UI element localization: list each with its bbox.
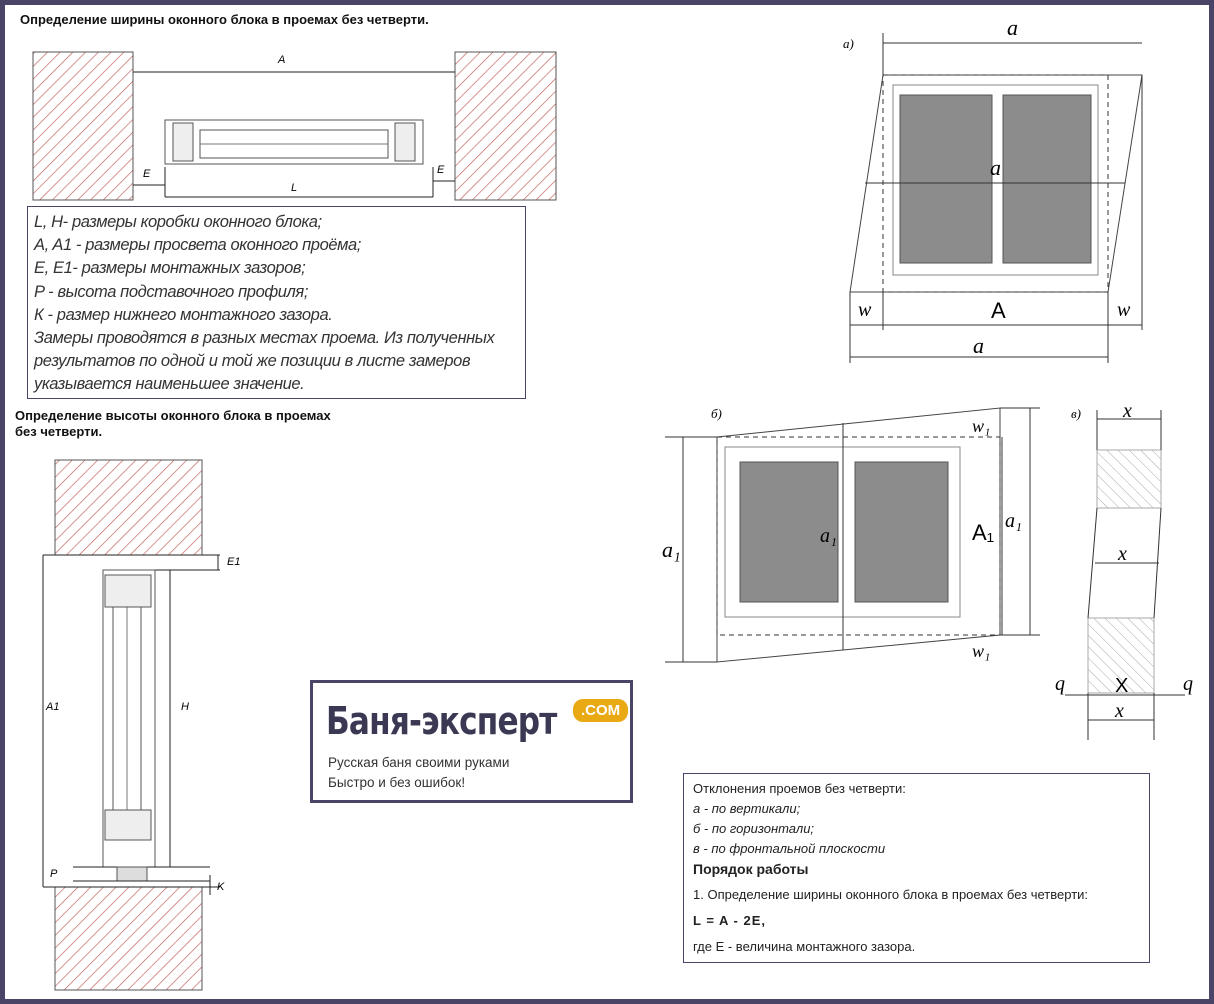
brand-name: Баня-эксперт	[326, 699, 557, 743]
window-profile	[164, 119, 424, 165]
brand-domain-badge: .COM	[573, 699, 629, 722]
label-x-bottom: x	[1114, 700, 1124, 722]
panel-v-label: в)	[1071, 406, 1081, 421]
label-L: L	[291, 182, 297, 194]
label-x-top: x	[1122, 400, 1132, 422]
formula: L = A - 2E,	[693, 913, 767, 928]
label-a-top: a	[1007, 15, 1018, 40]
height-title-line1: Определение высоты оконного блока в прое…	[15, 408, 331, 423]
left-wall	[32, 51, 134, 201]
label-w1-bottom: w₁	[972, 641, 990, 661]
info-title: Отклонения проемов без четверти:	[693, 781, 906, 796]
legend-line: Замеры проводятся в разных местах проема…	[34, 329, 495, 348]
brand-tagline-2: Быстро и без ошибок!	[328, 775, 466, 790]
work-order-title: Порядок работы	[693, 861, 809, 877]
deviation-v-diagram	[1065, 410, 1185, 740]
step-1: 1. Определение ширины оконного блока в п…	[693, 887, 1089, 902]
label-a1-left: a₁	[662, 537, 681, 562]
label-w1-top: w₁	[972, 416, 990, 436]
brand-logo[interactable]: Баня-эксперт .COM Русская баня своими ру…	[310, 680, 633, 803]
label-E-right: E	[437, 164, 445, 176]
info-box: Отклонения проемов без четверти: а - по …	[683, 773, 1150, 963]
deviation-a-diagram	[849, 33, 1143, 363]
info-item: а - по вертикали;	[693, 801, 801, 816]
label-E-left: E	[143, 168, 151, 180]
legend-line: L, H- размеры коробки оконного блока;	[34, 213, 322, 231]
label-a1-right: a₁	[1005, 510, 1022, 532]
legend-line: результатов по одной и той же позиции в …	[34, 352, 471, 371]
formula-note: где Е - величина монтажного зазора.	[693, 939, 916, 954]
legend-line: P - высота подставочного профиля;	[34, 282, 309, 301]
label-K: K	[217, 881, 225, 893]
panel-a-label: а)	[843, 36, 854, 51]
label-H: H	[181, 701, 189, 713]
label-q-right: q	[1183, 673, 1193, 695]
label-a1-mid: a₁	[820, 525, 837, 547]
label-a-mid: a	[990, 155, 1001, 180]
label-x-mid: x	[1117, 543, 1127, 565]
label-A-big: A	[991, 298, 1006, 323]
legend-line: E, E1- размеры монтажных зазоров;	[34, 259, 306, 278]
label-a-bottom: a	[973, 333, 984, 358]
height-title-line2: без четверти.	[15, 424, 103, 439]
label-q-left: q	[1055, 673, 1065, 695]
legend-line: К - размер нижнего монтажного зазора.	[34, 305, 333, 324]
label-w-right: w	[1117, 299, 1131, 321]
legend-line: указывается наименьшее значение.	[34, 375, 305, 394]
height-diagram	[42, 459, 220, 991]
label-A: A	[277, 54, 285, 66]
panel-b-label: б)	[711, 406, 722, 421]
width-diagram	[32, 51, 557, 201]
bottom-wall	[54, 886, 203, 991]
legend-box: L, H- размеры коробки оконного блока; A,…	[27, 206, 526, 399]
label-P: P	[50, 868, 58, 880]
right-wall	[454, 51, 557, 201]
info-item: в - по фронтальной плоскости	[693, 841, 886, 856]
width-section-title: Определение ширины оконного блока в прое…	[20, 12, 429, 27]
label-A1-big: A₁	[972, 520, 994, 545]
label-w-left: w	[858, 299, 872, 321]
info-item: б - по горизонтали;	[693, 821, 815, 836]
label-E1: E1	[227, 556, 240, 568]
label-X-big: X	[1115, 675, 1128, 697]
top-wall	[54, 459, 203, 556]
brand-tagline-1: Русская баня своими руками	[328, 755, 510, 770]
height-section-title: Определение высоты оконного блока в прое…	[15, 408, 331, 440]
diagrams: A E E L E1 A1 H P K	[32, 15, 1193, 991]
deviation-b-diagram	[665, 407, 1040, 663]
label-A1: A1	[45, 701, 59, 713]
legend-line: A, A1 - размеры просвета оконного проёма…	[34, 236, 361, 255]
